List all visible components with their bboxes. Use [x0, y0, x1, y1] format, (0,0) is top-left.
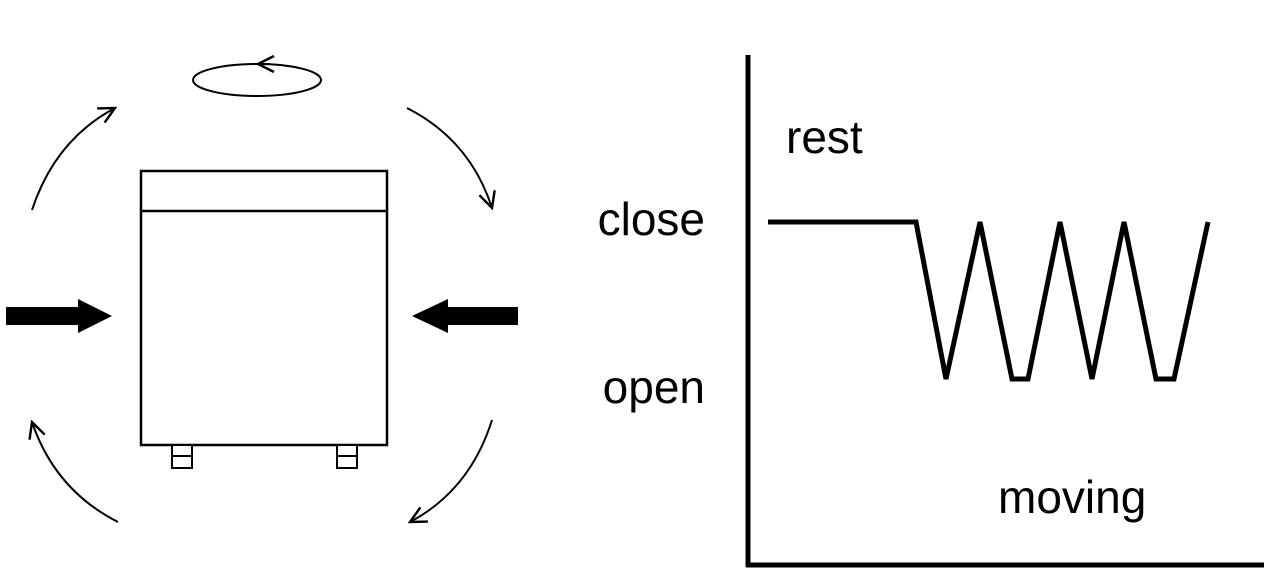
label-moving: moving: [998, 471, 1147, 523]
curved-arrow-top-right-icon: [406, 107, 492, 208]
container-illustration: [139, 169, 389, 469]
rotation-icon: [192, 64, 322, 97]
container-body: [139, 169, 389, 447]
curved-arrow-bottom-left-icon: [32, 422, 119, 523]
label-open: open: [602, 361, 705, 413]
signal-axes: [745, 55, 1264, 568]
push-arrow-right-icon: [412, 299, 518, 333]
curved-arrow-top-left-icon: [31, 108, 115, 211]
signal-trace: [768, 219, 1211, 382]
push-arrow-left-icon: [6, 299, 112, 333]
label-close: close: [597, 193, 705, 245]
label-rest: rest: [786, 111, 863, 163]
curved-arrow-bottom-right-icon: [410, 419, 493, 522]
